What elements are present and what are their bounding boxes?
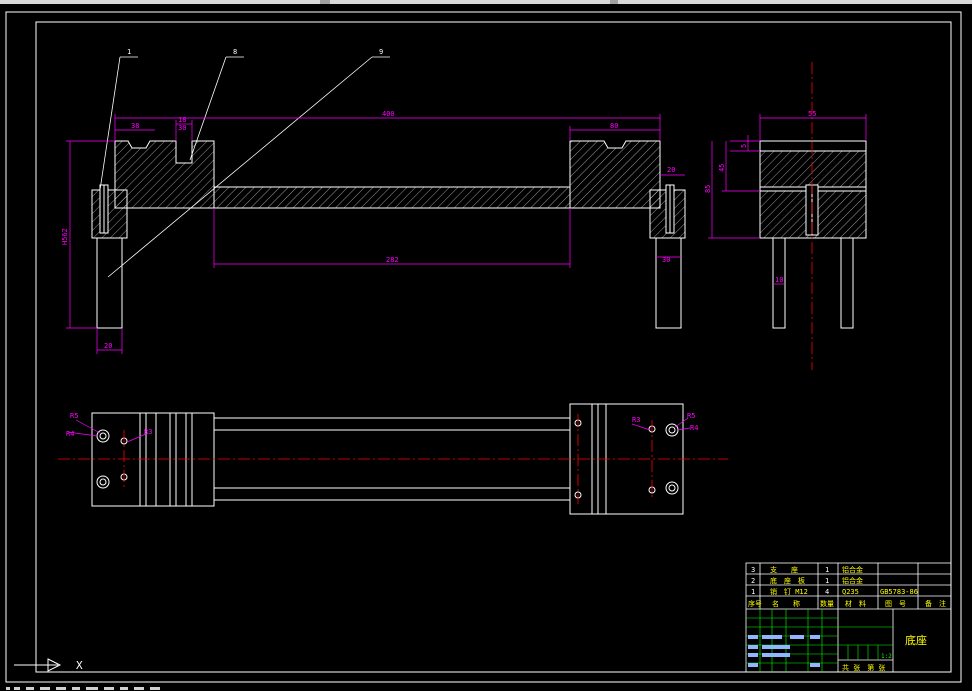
row3-material: Q235	[842, 588, 859, 596]
left-block	[114, 140, 215, 209]
status-strip	[0, 684, 972, 691]
leader-lines	[99, 56, 390, 278]
row2-material: 铝合金	[842, 576, 863, 585]
row2-no: 2	[751, 577, 755, 585]
dim-left-post: 20	[104, 342, 112, 350]
toolbar-grip[interactable]	[320, 0, 330, 4]
sheet-footer: 共 张 第 张	[842, 663, 885, 672]
scale-value: 1:2	[881, 653, 892, 660]
toolbar-grip-2[interactable]	[610, 0, 618, 4]
header-qty: 数量	[820, 599, 834, 608]
leader-label-1: 1	[127, 48, 131, 56]
outer-frame	[5, 11, 962, 683]
front-view[interactable]	[91, 140, 686, 329]
header-name: 名 称	[772, 599, 800, 608]
ucs-x-label: X	[76, 659, 83, 672]
dim-bottom-span: 282	[386, 256, 399, 264]
leader-label-9: 9	[379, 48, 383, 56]
dim-top-right-b: R5	[687, 412, 695, 420]
row1-name: 支 座	[770, 565, 798, 574]
title-block[interactable]	[745, 562, 952, 673]
row2-name: 底 座 板	[770, 576, 805, 585]
dim-top-right-a: R3	[632, 416, 640, 424]
dim-top-left-c: R3	[144, 428, 152, 436]
left-post	[96, 237, 123, 329]
top-centerlines	[58, 414, 728, 504]
connecting-bar	[213, 186, 571, 209]
leader-label-8: 8	[233, 48, 237, 56]
dim-left-height: H562	[61, 228, 69, 245]
row3-no: 1	[751, 588, 755, 596]
row1-qty: 1	[825, 566, 829, 574]
row3-std: GB5783-86	[880, 588, 918, 596]
ucs-icon	[14, 658, 62, 672]
left-base-plate	[91, 189, 128, 239]
dim-right-h: 20	[667, 166, 675, 174]
inner-frame	[35, 21, 952, 673]
dim-side-top: 55	[808, 110, 816, 118]
dim-right-post: 30	[662, 256, 670, 264]
toolbar-strip	[0, 0, 972, 4]
title-filled-cells	[748, 635, 820, 667]
header-std: 图 号	[885, 600, 906, 608]
title-grid	[746, 609, 893, 672]
right-block	[569, 140, 661, 209]
top-left-block	[91, 412, 215, 507]
dim-top-left-b: R4	[66, 430, 74, 438]
dim-side-h2: 85	[704, 185, 712, 193]
side-view[interactable]	[759, 140, 867, 329]
command-line-glyphs	[6, 687, 160, 690]
side-upper-block	[759, 150, 867, 188]
dim-side-small: 5	[740, 144, 748, 148]
dim-overall: 400	[382, 110, 395, 118]
side-top-cap	[759, 140, 867, 152]
side-post-right	[840, 237, 854, 329]
dim-top-right-c: R4	[690, 424, 698, 432]
header-no: 序号	[748, 599, 762, 608]
row1-no: 3	[751, 566, 755, 574]
dim-side-h1: 45	[718, 164, 726, 172]
row2-qty: 1	[825, 577, 829, 585]
row3-name: 销 钉 M12	[770, 587, 808, 596]
header-material: 材 料	[845, 599, 866, 608]
top-rail-lower	[213, 487, 571, 501]
dim-slot-b: 30	[178, 124, 186, 132]
row1-material: 铝合金	[842, 565, 863, 574]
top-dimensions	[67, 417, 691, 443]
header-note: 备 注	[925, 599, 946, 608]
side-post-left	[772, 237, 786, 329]
side-dimensions	[708, 114, 867, 285]
front-dimensions	[66, 114, 685, 354]
dim-slot-a: 18	[178, 116, 186, 124]
dim-top-left-a: R5	[70, 412, 78, 420]
row3-qty: 4	[825, 588, 829, 596]
dim-side-post: 10	[775, 276, 783, 284]
dim-right-block: 80	[610, 122, 618, 130]
top-rail-upper	[213, 417, 571, 431]
right-post	[655, 237, 682, 329]
dim-left-block: 38	[131, 122, 139, 130]
part-name: 底座	[905, 633, 927, 647]
